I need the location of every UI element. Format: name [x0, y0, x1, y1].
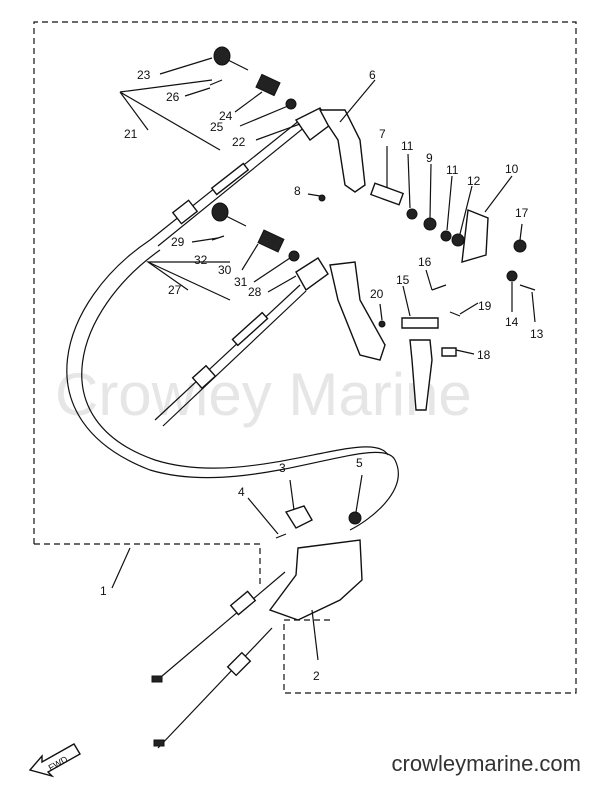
- cable-middle: [154, 284, 307, 427]
- part-28-joint: [295, 257, 329, 292]
- part-8-screw: [318, 194, 326, 202]
- part-19-pin: [449, 311, 461, 317]
- assembly-boundary-lower: [34, 543, 261, 585]
- callout-11b: 11: [446, 163, 459, 177]
- callout-27: 27: [168, 283, 182, 297]
- fwd-arrow-icon: FWD: [28, 743, 81, 778]
- callout-15: 15: [396, 273, 410, 287]
- callout-13: 13: [530, 327, 544, 341]
- watermark: Crowley Marine: [55, 361, 472, 428]
- part-23-knob: [213, 46, 249, 71]
- callout-5: 5: [356, 456, 363, 470]
- part-3-clamp: [284, 505, 313, 529]
- callout-16: 16: [418, 255, 432, 269]
- cable-upper: [149, 119, 307, 247]
- part-26-pin: [209, 79, 223, 86]
- callout-26: 26: [166, 90, 180, 104]
- part-2-bracket: [268, 539, 363, 621]
- callout-2: 2: [313, 669, 320, 683]
- part-13-bolt: [519, 284, 536, 291]
- part-10-bracket: [461, 209, 489, 263]
- part-6-lever: [318, 109, 366, 193]
- callout-12: 12: [467, 174, 481, 188]
- part-17-nut: [513, 239, 527, 253]
- cable-lower-left: [151, 571, 286, 683]
- callout-7: 7: [379, 127, 386, 141]
- callout-32: 32: [194, 253, 208, 267]
- part-14-washer: [506, 270, 518, 282]
- part-24-spring: [255, 73, 281, 97]
- part-16-pin: [431, 284, 447, 291]
- callout-4: 4: [238, 485, 245, 499]
- part-25-washer: [285, 98, 297, 110]
- part-11-washer-a: [406, 208, 418, 220]
- callout-1: 1: [100, 584, 107, 598]
- callout-18: 18: [477, 348, 491, 362]
- cable-loop-inner: [81, 249, 389, 469]
- part-9-nut: [423, 217, 437, 231]
- callout-30: 30: [218, 263, 232, 277]
- site-url[interactable]: crowleymarine.com: [391, 751, 582, 776]
- part-7-shaft: [369, 182, 405, 206]
- callout-22: 22: [232, 135, 246, 149]
- assembly-boundary: [33, 21, 577, 694]
- callout-28: 28: [248, 285, 262, 299]
- leader-lines: [111, 57, 536, 661]
- callout-31: 31: [234, 275, 248, 289]
- part-18-clip: [441, 347, 457, 357]
- callout-19: 19: [478, 299, 492, 313]
- throttle-rod: [409, 339, 433, 411]
- part-15-clevis: [401, 317, 439, 329]
- callout-29: 29: [171, 235, 185, 249]
- part-31-washer: [288, 250, 300, 262]
- cable-loop: [66, 239, 399, 531]
- part-11-washer-b: [440, 230, 452, 242]
- lower-lever: [329, 261, 386, 361]
- part-20-screw: [378, 320, 386, 328]
- cable-lower-right: [153, 627, 273, 749]
- callout-10: 10: [505, 162, 519, 176]
- callout-8: 8: [294, 184, 301, 198]
- callout-6: 6: [369, 68, 376, 82]
- part-12-washer: [451, 233, 465, 247]
- fwd-arrow: FWD: [26, 740, 86, 785]
- callout-3: 3: [279, 461, 286, 475]
- part-5-nut: [348, 511, 362, 525]
- callout-14: 14: [505, 315, 519, 329]
- callout-11a: 11: [401, 139, 414, 153]
- callout-21: 21: [124, 127, 138, 141]
- part-4-screw: [275, 533, 287, 539]
- callout-20: 20: [370, 287, 384, 301]
- callout-23: 23: [137, 68, 151, 82]
- callout-25: 25: [210, 120, 224, 134]
- callout-9: 9: [426, 151, 433, 165]
- callout-17: 17: [515, 206, 529, 220]
- part-30-spring: [257, 229, 285, 253]
- part-29-knob: [211, 202, 247, 227]
- callout-24: 24: [219, 109, 233, 123]
